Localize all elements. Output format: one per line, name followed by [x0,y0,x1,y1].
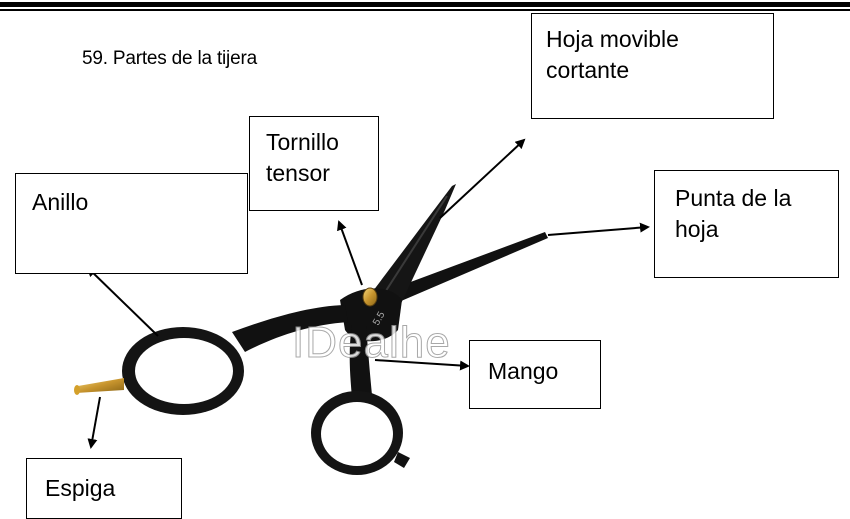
label-punta-hoja: Punta de la hoja [654,170,839,278]
handle-shank-left [232,305,348,352]
label-text: Hoja movible cortante [546,26,679,84]
label-text: Punta de la hoja [675,185,792,243]
scissors-illustration: 5.5 [74,184,548,475]
handle-shank-right [349,325,372,398]
finger-tang [76,378,124,393]
label-text: Mango [488,358,559,384]
header-rule-thin [0,9,850,11]
label-espiga: Espiga [26,458,182,519]
label-mango: Mango [469,340,601,409]
tension-screw [362,287,378,307]
label-text: Espiga [45,475,116,501]
pointer-arrows [86,138,650,449]
arrow-hoja-movible [439,138,526,219]
arrow-punta [547,222,650,236]
arrow-mango [374,359,470,371]
header-rule-thick [0,2,850,7]
label-hoja-movible: Hoja movible cortante [531,13,774,119]
label-tornillo-tensor: Tornillo tensor [249,116,379,211]
label-anillo: Anillo [15,173,248,274]
label-text: Anillo [32,189,89,215]
label-text: Tornillo tensor [266,129,339,187]
figure-title: 59. Partes de la tijera [82,48,257,69]
watermark: IDealhe [292,318,451,368]
arrow-anillo [86,266,159,337]
moving-blade [355,184,456,315]
arrow-espiga [87,396,101,449]
arrow-tornillo [337,220,363,286]
